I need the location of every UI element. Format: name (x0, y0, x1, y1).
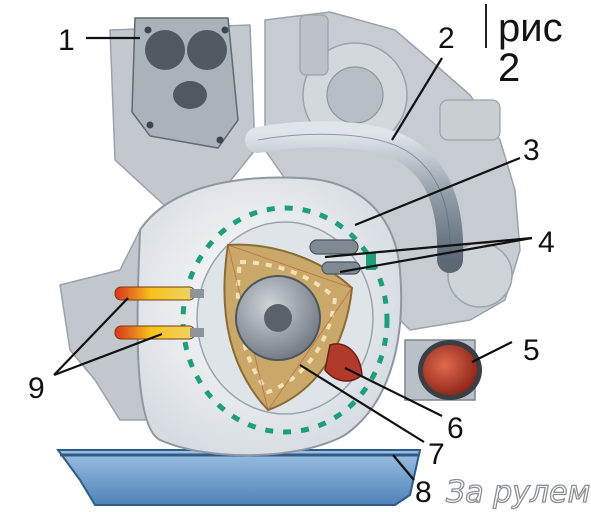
leader-9a (53, 297, 129, 376)
leader-8 (392, 454, 415, 481)
leader-6 (344, 367, 443, 417)
callout-6: 6 (447, 412, 464, 445)
intake-port-upper (309, 239, 359, 255)
callout-8: 8 (415, 476, 432, 509)
spark-plug-trailing (114, 325, 204, 340)
leader-4b (339, 236, 533, 274)
oil-pan (56, 449, 422, 506)
callout-7: 7 (428, 438, 445, 471)
exhaust-port (404, 339, 482, 401)
callout-3: 3 (523, 134, 540, 167)
spark-plug-leading (114, 286, 204, 301)
callout-4: 4 (538, 226, 555, 259)
callout-5: 5 (523, 334, 540, 367)
leader-5 (471, 341, 513, 363)
throttle-body (131, 17, 239, 149)
callout-9: 9 (28, 372, 45, 405)
leader-9b (53, 332, 163, 377)
leader-7 (299, 364, 425, 443)
leader-3 (354, 156, 521, 227)
coolant-passages (180, 205, 390, 435)
figure-label: рис 2 (498, 6, 563, 90)
leader-lines (53, 36, 533, 481)
leader-4a (324, 236, 533, 259)
leader-2 (391, 57, 443, 141)
callout-1: 1 (58, 24, 75, 57)
publisher-watermark: За рулем (446, 475, 590, 510)
callout-2: 2 (438, 22, 455, 55)
